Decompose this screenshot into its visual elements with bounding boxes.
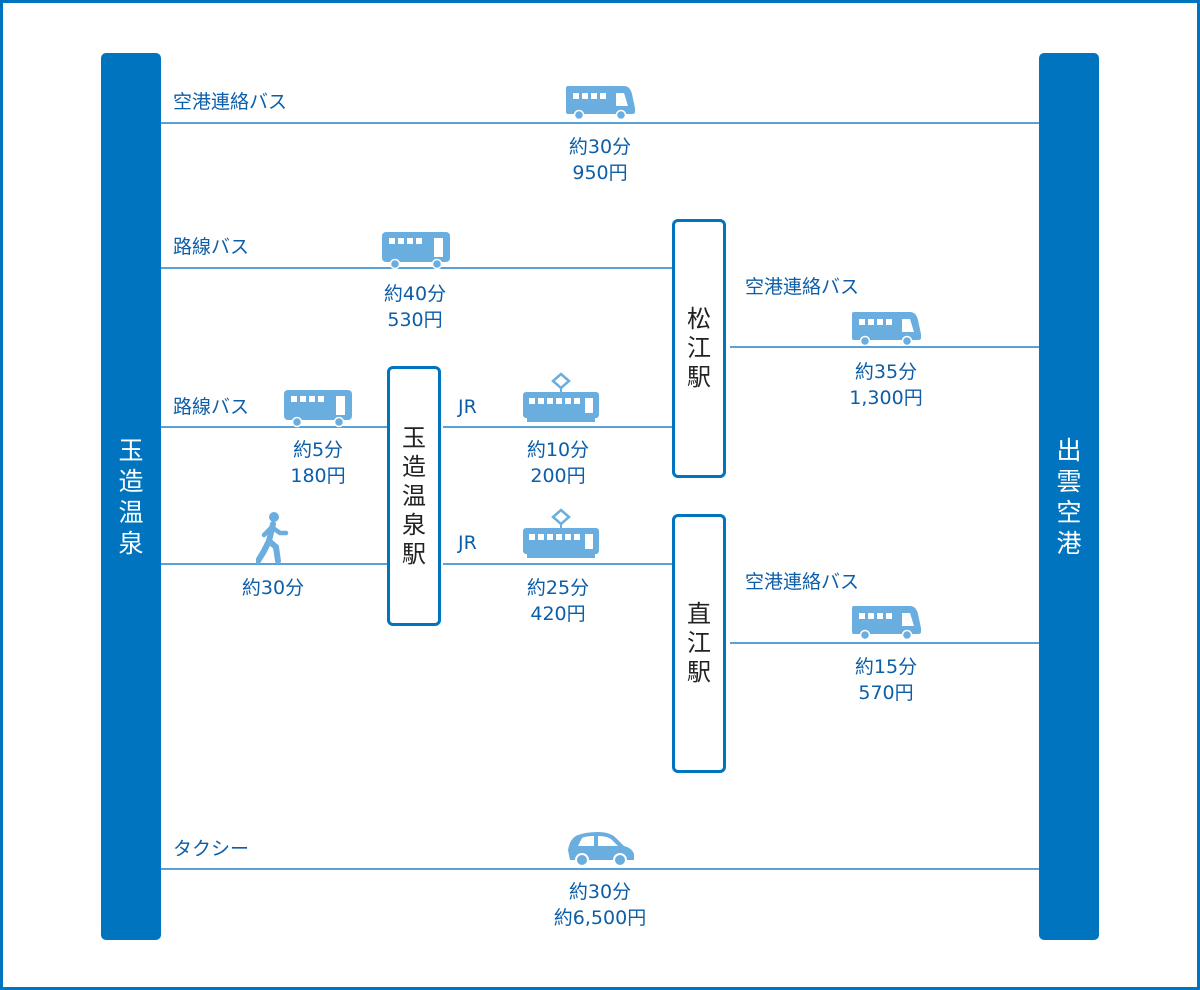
fare-jr-matsue: 200円: [530, 465, 586, 487]
walking-person-icon: [256, 512, 289, 564]
fare-airport-bus-direct: 950円: [572, 162, 628, 184]
time-airport-bus-matsue: 約35分: [854, 361, 918, 383]
info-jr-matsue: 約10分 200円: [468, 437, 648, 489]
route-line-route-bus-station: [161, 426, 389, 428]
car-icon: [568, 832, 634, 867]
route-label-taxi: タクシー: [173, 838, 250, 860]
info-airport-bus-naoe: 約15分 570円: [796, 654, 976, 706]
route-label-route-bus-station: 路線バス: [173, 396, 250, 418]
station-naoe-name: 直江駅: [687, 600, 711, 686]
route-line-airport-bus-naoe: [730, 642, 1039, 644]
route-line-route-bus-matsue: [161, 267, 674, 269]
station-naoe: 直江駅: [672, 514, 726, 773]
station-matsue-name: 松江駅: [687, 305, 711, 391]
route-line-airport-bus-matsue: [730, 346, 1039, 348]
time-taxi: 約30分: [568, 881, 632, 903]
info-route-bus-station: 約5分 180円: [228, 437, 408, 489]
station-matsue: 松江駅: [672, 219, 726, 478]
route-label-airport-bus-naoe: 空港連絡バス: [745, 571, 860, 593]
time-route-bus-station: 約5分: [292, 439, 344, 461]
route-line-jr-naoe: [443, 563, 674, 565]
info-route-bus-matsue: 約40分 530円: [325, 281, 505, 333]
bus-icon: [852, 312, 921, 346]
time-walk: 約30分: [241, 577, 305, 599]
fare-route-bus-station: 180円: [290, 465, 346, 487]
route-label-jr-naoe: JR: [458, 532, 477, 554]
info-taxi: 約30分 約6,500円: [510, 879, 690, 931]
time-airport-bus-naoe: 約15分: [854, 656, 918, 678]
time-jr-matsue: 約10分: [526, 439, 590, 461]
route-label-route-bus-matsue: 路線バス: [173, 236, 250, 258]
route-label-jr-matsue: JR: [458, 396, 477, 418]
fare-airport-bus-matsue: 1,300円: [849, 387, 923, 409]
info-airport-bus-matsue: 約35分 1,300円: [796, 359, 976, 411]
bus-icon: [852, 606, 921, 640]
route-label-airport-bus-matsue: 空港連絡バス: [745, 276, 860, 298]
fare-route-bus-matsue: 530円: [387, 309, 443, 331]
time-route-bus-matsue: 約40分: [383, 283, 447, 305]
train-icon: [523, 372, 599, 422]
bus-icon: [284, 390, 352, 428]
route-label-airport-bus-direct: 空港連絡バス: [173, 91, 288, 113]
fare-airport-bus-naoe: 570円: [858, 682, 914, 704]
bus-icon: [382, 232, 450, 270]
info-jr-naoe: 約25分 420円: [468, 575, 648, 627]
station-tamatsukuri: 玉造温泉駅: [387, 366, 441, 626]
info-walk: 約30分: [183, 575, 363, 601]
origin-pillar: 玉造温泉: [101, 53, 161, 940]
station-tamatsukuri-name: 玉造温泉駅: [402, 423, 426, 568]
route-line-airport-bus-direct: [161, 122, 1039, 124]
route-line-taxi: [161, 868, 1039, 870]
route-line-jr-matsue: [443, 426, 674, 428]
time-jr-naoe: 約25分: [526, 577, 590, 599]
info-airport-bus-direct: 約30分 950円: [510, 134, 690, 186]
destination-pillar: 出雲空港: [1039, 53, 1099, 940]
bus-icon: [566, 86, 635, 120]
route-line-walk: [161, 563, 389, 565]
destination-name: 出雲空港: [1056, 435, 1082, 558]
train-icon: [523, 508, 599, 558]
time-airport-bus-direct: 約30分: [568, 136, 632, 158]
fare-jr-naoe: 420円: [530, 603, 586, 625]
origin-name: 玉造温泉: [118, 435, 144, 558]
fare-taxi: 約6,500円: [553, 907, 647, 929]
